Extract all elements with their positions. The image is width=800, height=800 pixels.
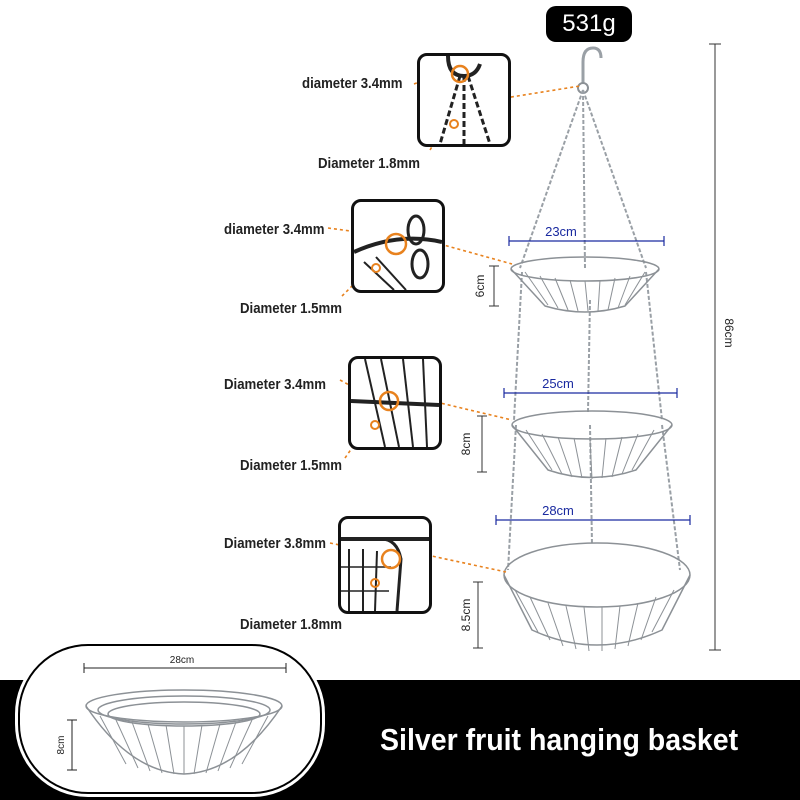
zoom-tier1-detail xyxy=(351,199,445,293)
tier2-basket xyxy=(511,410,673,480)
ring-marker-icon xyxy=(450,64,470,84)
inset-width-label: 28cm xyxy=(170,655,194,666)
hook-icon xyxy=(581,46,603,84)
tier3-width-label: 28cm xyxy=(542,503,574,518)
tier3-height-label: 8.5cm xyxy=(459,599,473,632)
chains xyxy=(507,89,681,571)
callout-tier3-ring: Diameter 3.8mm xyxy=(224,535,326,552)
callout-tier2-ring: Diameter 3.4mm xyxy=(224,376,326,393)
ring-marker-icon xyxy=(384,232,408,256)
zoom-hook-detail xyxy=(417,53,511,147)
callout-tier2-wire: Diameter 1.5mm xyxy=(240,457,342,474)
callout-tier3-wire: Diameter 1.8mm xyxy=(240,616,342,633)
ring-marker-icon xyxy=(378,390,400,412)
tier2-width-label: 25cm xyxy=(542,376,574,391)
tier1-basket xyxy=(510,256,660,313)
total-height-dimension xyxy=(709,43,721,651)
callout-tier1-ring: diameter 3.4mm xyxy=(224,221,325,238)
weight-badge: 531g xyxy=(546,6,632,42)
ring-marker-icon xyxy=(380,548,402,570)
tier1-height-label: 6cm xyxy=(473,275,487,298)
zoom-tier3-detail xyxy=(338,516,432,614)
inset-height-label: 8cm xyxy=(56,736,67,755)
tier3-basket xyxy=(503,542,691,652)
stacked-baskets-inset: 28cm 8cm xyxy=(18,644,322,794)
callout-hook-top: diameter 3.4mm xyxy=(302,75,403,92)
callout-hook-chain: Diameter 1.8mm xyxy=(318,155,420,172)
total-height-label: 86cm xyxy=(722,318,736,347)
tier1-width-label: 23cm xyxy=(545,224,577,239)
tier2-height-label: 8cm xyxy=(459,433,473,456)
callout-tier1-wire: Diameter 1.5mm xyxy=(240,300,342,317)
product-title: Silver fruit hanging basket xyxy=(380,722,739,757)
zoom-tier2-detail xyxy=(348,356,442,450)
